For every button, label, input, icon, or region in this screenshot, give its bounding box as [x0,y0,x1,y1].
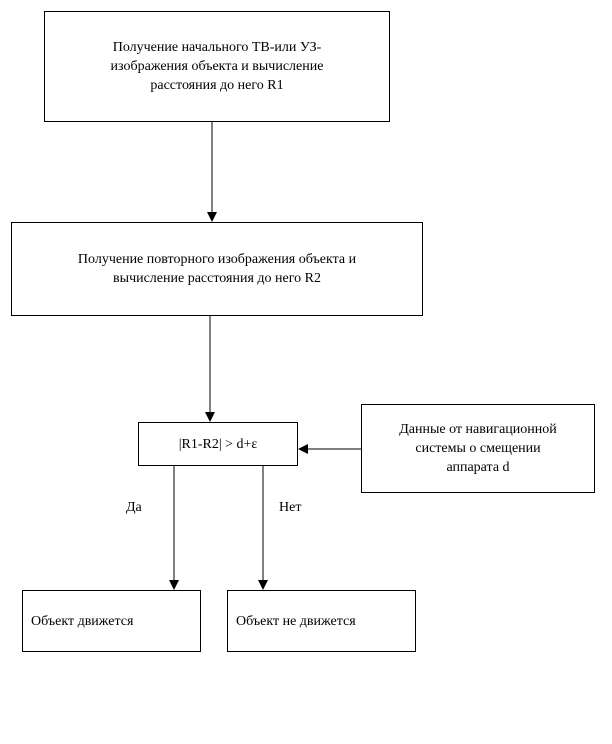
node-condition: |R1-R2| > d+ε [138,422,298,466]
node-condition-text: |R1-R2| > d+ε [178,436,258,452]
node-start: Получение начального ТВ-или УЗ- изображе… [44,11,390,122]
node-navigation: Данные от навигационной системы о смещен… [361,404,595,493]
node-start-text: Получение начального ТВ-или УЗ- изображе… [110,40,324,93]
node-not-moving: Объект не движется [227,590,416,652]
edge-yes-label: Да [126,500,142,515]
node-navigation-text: Данные от навигационной системы о смещен… [399,422,557,475]
node-moving: Объект движется [22,590,201,652]
node-moving-text: Объект движется [31,613,134,629]
node-not-moving-text: Объект не движется [236,613,356,629]
edge-no-label: Нет [279,500,302,515]
node-repeat-text: Получение повторного изображения объекта… [77,252,357,286]
node-repeat: Получение повторного изображения объекта… [11,222,423,316]
